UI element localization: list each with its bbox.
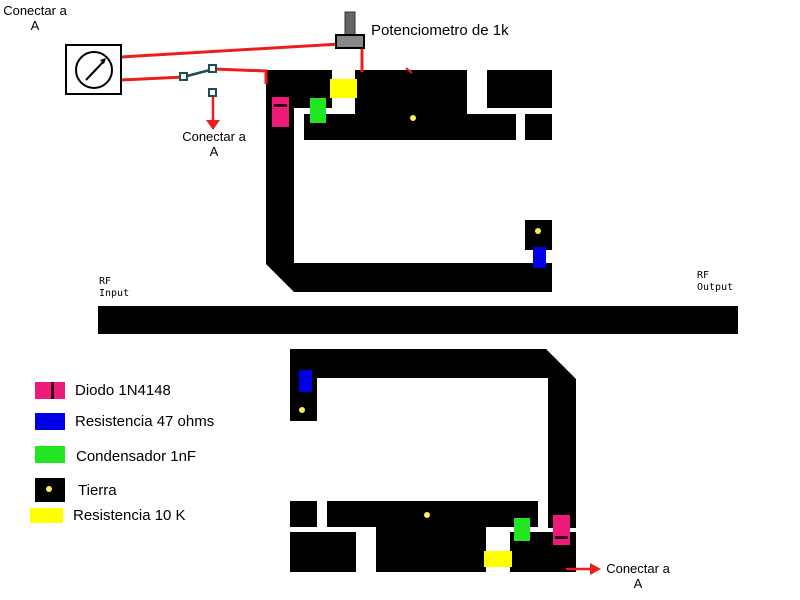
legend-label-ground: Tierra bbox=[78, 482, 117, 499]
upper-return-trace bbox=[266, 108, 552, 292]
lower-return-trace bbox=[290, 349, 576, 528]
potentiometer-label: Potenciometro de 1k bbox=[371, 22, 509, 39]
connect-label-line: A bbox=[209, 144, 219, 159]
upper-pad-strip bbox=[304, 114, 516, 140]
connect-label-top-left: Conectar a A bbox=[2, 3, 68, 33]
rf-output-line: RF bbox=[697, 270, 710, 281]
wire-switch-to-board bbox=[212, 67, 268, 84]
lower-pcb bbox=[290, 349, 576, 572]
upper-diode bbox=[272, 97, 289, 127]
upper-resistor-47 bbox=[533, 247, 546, 268]
wire-upper-tick bbox=[405, 67, 413, 74]
legend-label-resistor-10k: Resistencia 10 K bbox=[73, 507, 186, 524]
rf-input-label: RF Input bbox=[99, 276, 129, 300]
wire-meter-to-switch bbox=[120, 75, 185, 82]
legend bbox=[30, 382, 65, 523]
upper-capacitor bbox=[310, 98, 326, 123]
wire-meter-to-pot bbox=[120, 42, 341, 59]
legend-label-capacitor: Condensador 1nF bbox=[76, 448, 197, 465]
arrow-right-icon bbox=[590, 563, 601, 575]
legend-label-diode: Diodo 1N4148 bbox=[75, 382, 171, 399]
legend-diode-swatch bbox=[35, 382, 65, 399]
lower-capacitor bbox=[514, 518, 530, 541]
meter-icon bbox=[65, 44, 122, 95]
switch-icon bbox=[179, 64, 217, 97]
lower-pad-main bbox=[376, 527, 486, 572]
upper-diode-band bbox=[274, 104, 287, 107]
lower-diode-band bbox=[555, 536, 568, 539]
connect-label-line: Conectar a bbox=[182, 129, 246, 144]
legend-ground-via bbox=[46, 486, 52, 492]
upper-ground-pad bbox=[525, 220, 552, 250]
upper-ground-via bbox=[535, 228, 541, 234]
meter-wiring bbox=[120, 42, 601, 575]
upper-resistor-10k bbox=[330, 79, 357, 98]
rf-transmission-line bbox=[98, 306, 738, 334]
lower-pad-strip bbox=[327, 501, 538, 527]
potentiometer-icon bbox=[335, 11, 365, 49]
lower-ground-via bbox=[424, 512, 430, 518]
legend-diode-band bbox=[51, 382, 54, 399]
lower-resistor-47 bbox=[299, 370, 312, 392]
lower-pad-small bbox=[290, 501, 317, 527]
lower-diode bbox=[553, 515, 570, 545]
connect-label-bottom: Conectar a A bbox=[604, 561, 672, 591]
upper-pcb bbox=[266, 70, 552, 292]
lower-pad-left bbox=[290, 532, 356, 572]
lower-ground-via bbox=[299, 407, 305, 413]
upper-pad-right bbox=[487, 70, 552, 108]
rf-output-label: RF Output bbox=[697, 270, 733, 294]
rf-input-line: Input bbox=[99, 288, 130, 299]
connect-label-line: A bbox=[633, 576, 643, 591]
lower-resistor-10k bbox=[484, 551, 512, 567]
rf-output-line: Output bbox=[697, 282, 734, 293]
upper-pad-small bbox=[525, 114, 552, 140]
legend-label-resistor-47: Resistencia 47 ohms bbox=[75, 413, 215, 430]
legend-capacitor-swatch bbox=[35, 446, 65, 463]
connect-label-line: Conectar a bbox=[606, 561, 670, 576]
connect-label-line: Conectar a bbox=[3, 3, 67, 18]
arrow-down-icon bbox=[206, 120, 220, 130]
connect-label-line: A bbox=[30, 18, 40, 33]
legend-resistor-10k-swatch bbox=[30, 508, 63, 523]
connect-label-middle: Conectar a A bbox=[181, 129, 247, 159]
rf-input-line: RF bbox=[99, 276, 112, 287]
upper-ground-via bbox=[410, 115, 416, 121]
legend-resistor-47-swatch bbox=[35, 413, 65, 430]
